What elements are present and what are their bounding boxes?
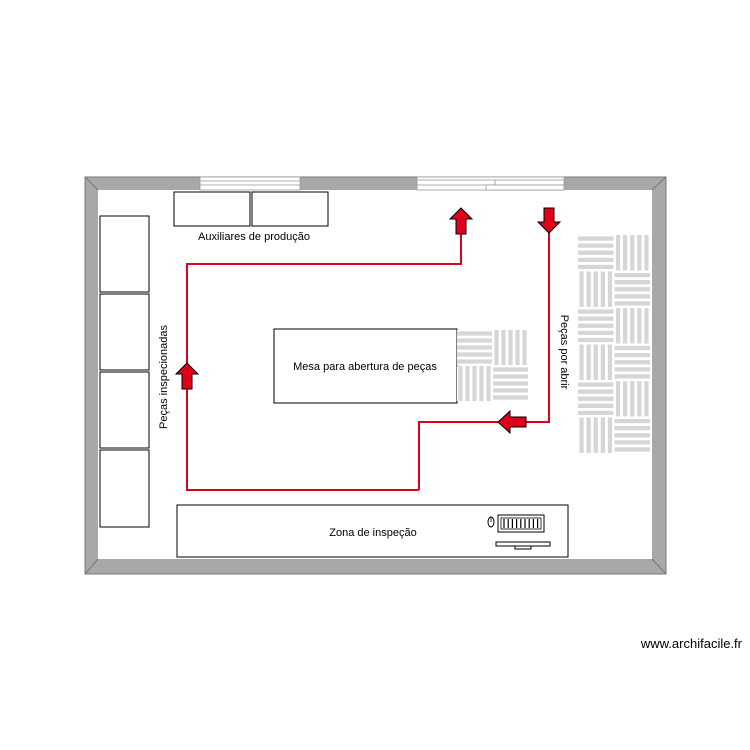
down-arrow-icon xyxy=(536,207,562,234)
pallet-right xyxy=(578,235,650,453)
left-shelves xyxy=(99,215,150,528)
up-arrow-icon xyxy=(174,362,200,390)
pallet-small xyxy=(457,330,528,401)
keyboard-icon xyxy=(497,514,545,533)
mesa-table xyxy=(273,328,458,404)
label-pecas-inspecionadas: Peças inspecionadas xyxy=(158,325,170,429)
up-arrow-icon xyxy=(448,207,474,235)
label-zona-inspecao: Zona de inspeção xyxy=(329,527,416,539)
top-door-right xyxy=(416,176,565,191)
monitor-icon xyxy=(495,541,551,550)
label-pecas-por-abrir: Peças por abrir xyxy=(558,315,570,390)
flow-path xyxy=(186,233,462,491)
mouse-icon xyxy=(487,516,495,528)
flow-path-right xyxy=(418,233,550,490)
auxiliares-cabinets xyxy=(173,191,329,227)
label-mesa: Mesa para abertura de peças xyxy=(293,361,437,373)
credit-watermark: www.archifacile.fr xyxy=(640,636,742,651)
top-window-left xyxy=(199,176,301,191)
left-arrow-icon xyxy=(497,409,527,435)
label-auxiliares: Auxiliares de produção xyxy=(198,231,310,243)
